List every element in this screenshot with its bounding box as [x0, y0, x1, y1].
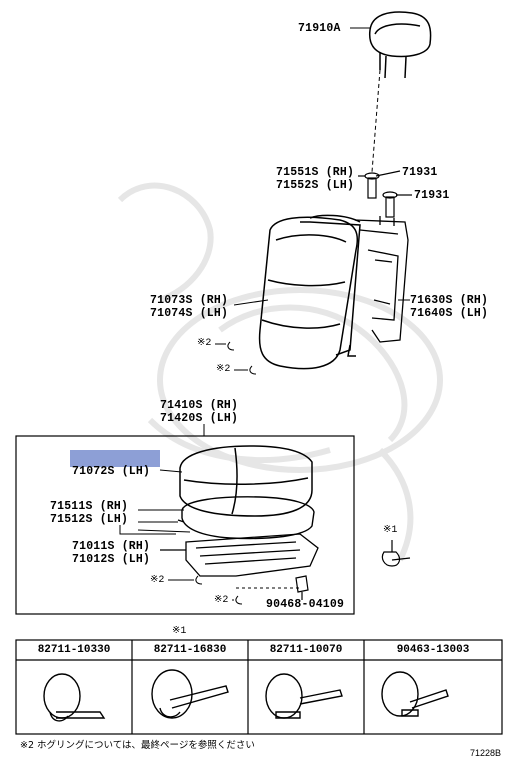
clamp-drawing-2 — [151, 669, 229, 719]
seat-back-frame-part — [354, 216, 409, 343]
label-pin-top: 71931 — [402, 166, 438, 179]
note2-marker-d: ※2 — [214, 595, 229, 606]
label-support-lh: 71552S (LH) — [276, 179, 355, 192]
support-pins — [358, 170, 412, 218]
note2-marker-c: ※2 — [150, 575, 165, 586]
bracket-part — [295, 575, 309, 600]
label-cushion-assy-rh: 71410S (RH) — [160, 399, 239, 412]
cushion-pad-part — [177, 496, 315, 540]
headrest-dash-line — [371, 69, 381, 173]
cushion-cover-part — [179, 445, 313, 517]
clamp-drawing-1 — [43, 673, 106, 722]
clamp-table-grid — [15, 639, 503, 735]
table-header-2: 82711-16830 — [153, 644, 227, 656]
note2-marker-a: ※2 — [197, 338, 212, 349]
label-cushion-pad-rh: 71511S (RH) — [50, 500, 129, 513]
hog-rings-lower — [168, 575, 300, 605]
footnote: ※2 ホグリングについては、最終ページを参照ください — [20, 740, 255, 751]
hog-rings-upper — [215, 341, 257, 375]
watermark-emblem — [117, 182, 443, 562]
table-header-3: 82711-10070 — [269, 644, 343, 656]
label-cushion-pad-lh: 71512S (LH) — [50, 513, 129, 526]
note1-table-marker: ※1 — [172, 626, 187, 637]
label-back-cover-lh: 71074S (LH) — [150, 307, 229, 320]
label-back-frame-lh: 71640S (LH) — [410, 307, 489, 320]
headrest-part — [368, 11, 432, 79]
label-headrest: 71910A — [298, 22, 341, 35]
label-cushion-assy-lh: 71420S (LH) — [160, 412, 239, 425]
cushion-box — [15, 435, 355, 615]
cushion-pad-leaders — [119, 509, 191, 535]
label-pin-bottom: 71931 — [414, 189, 450, 202]
label-support-rh: 71551S (RH) — [276, 166, 355, 179]
diagram-code: 71228B — [470, 748, 502, 758]
label-back-cover-rh: 71073S (RH) — [150, 294, 229, 307]
label-cushion-cover-lh: 71072S (LH) — [72, 465, 151, 478]
label-bracket: 90468-04109 — [266, 598, 345, 611]
cushion-cover-leader — [159, 469, 183, 473]
table-header-1: 82711-10330 — [37, 644, 111, 656]
label-back-frame-rh: 71630S (RH) — [410, 294, 489, 307]
seat-back-part — [258, 214, 361, 370]
redaction-box — [70, 450, 160, 467]
table-header-4: 90463-13003 — [396, 644, 470, 656]
clamp-drawing-3 — [265, 673, 343, 719]
label-cushion-frame-rh: 71011S (RH) — [72, 540, 151, 553]
back-cover-leader — [233, 299, 269, 306]
cushion-frame-part — [160, 533, 319, 577]
side-clamp-part — [381, 540, 411, 567]
label-cushion-frame-lh: 71012S (LH) — [72, 553, 151, 566]
note2-marker-b: ※2 — [216, 364, 231, 375]
clamp-drawing-4 — [381, 671, 449, 717]
note1-side-marker: ※1 — [383, 525, 398, 536]
